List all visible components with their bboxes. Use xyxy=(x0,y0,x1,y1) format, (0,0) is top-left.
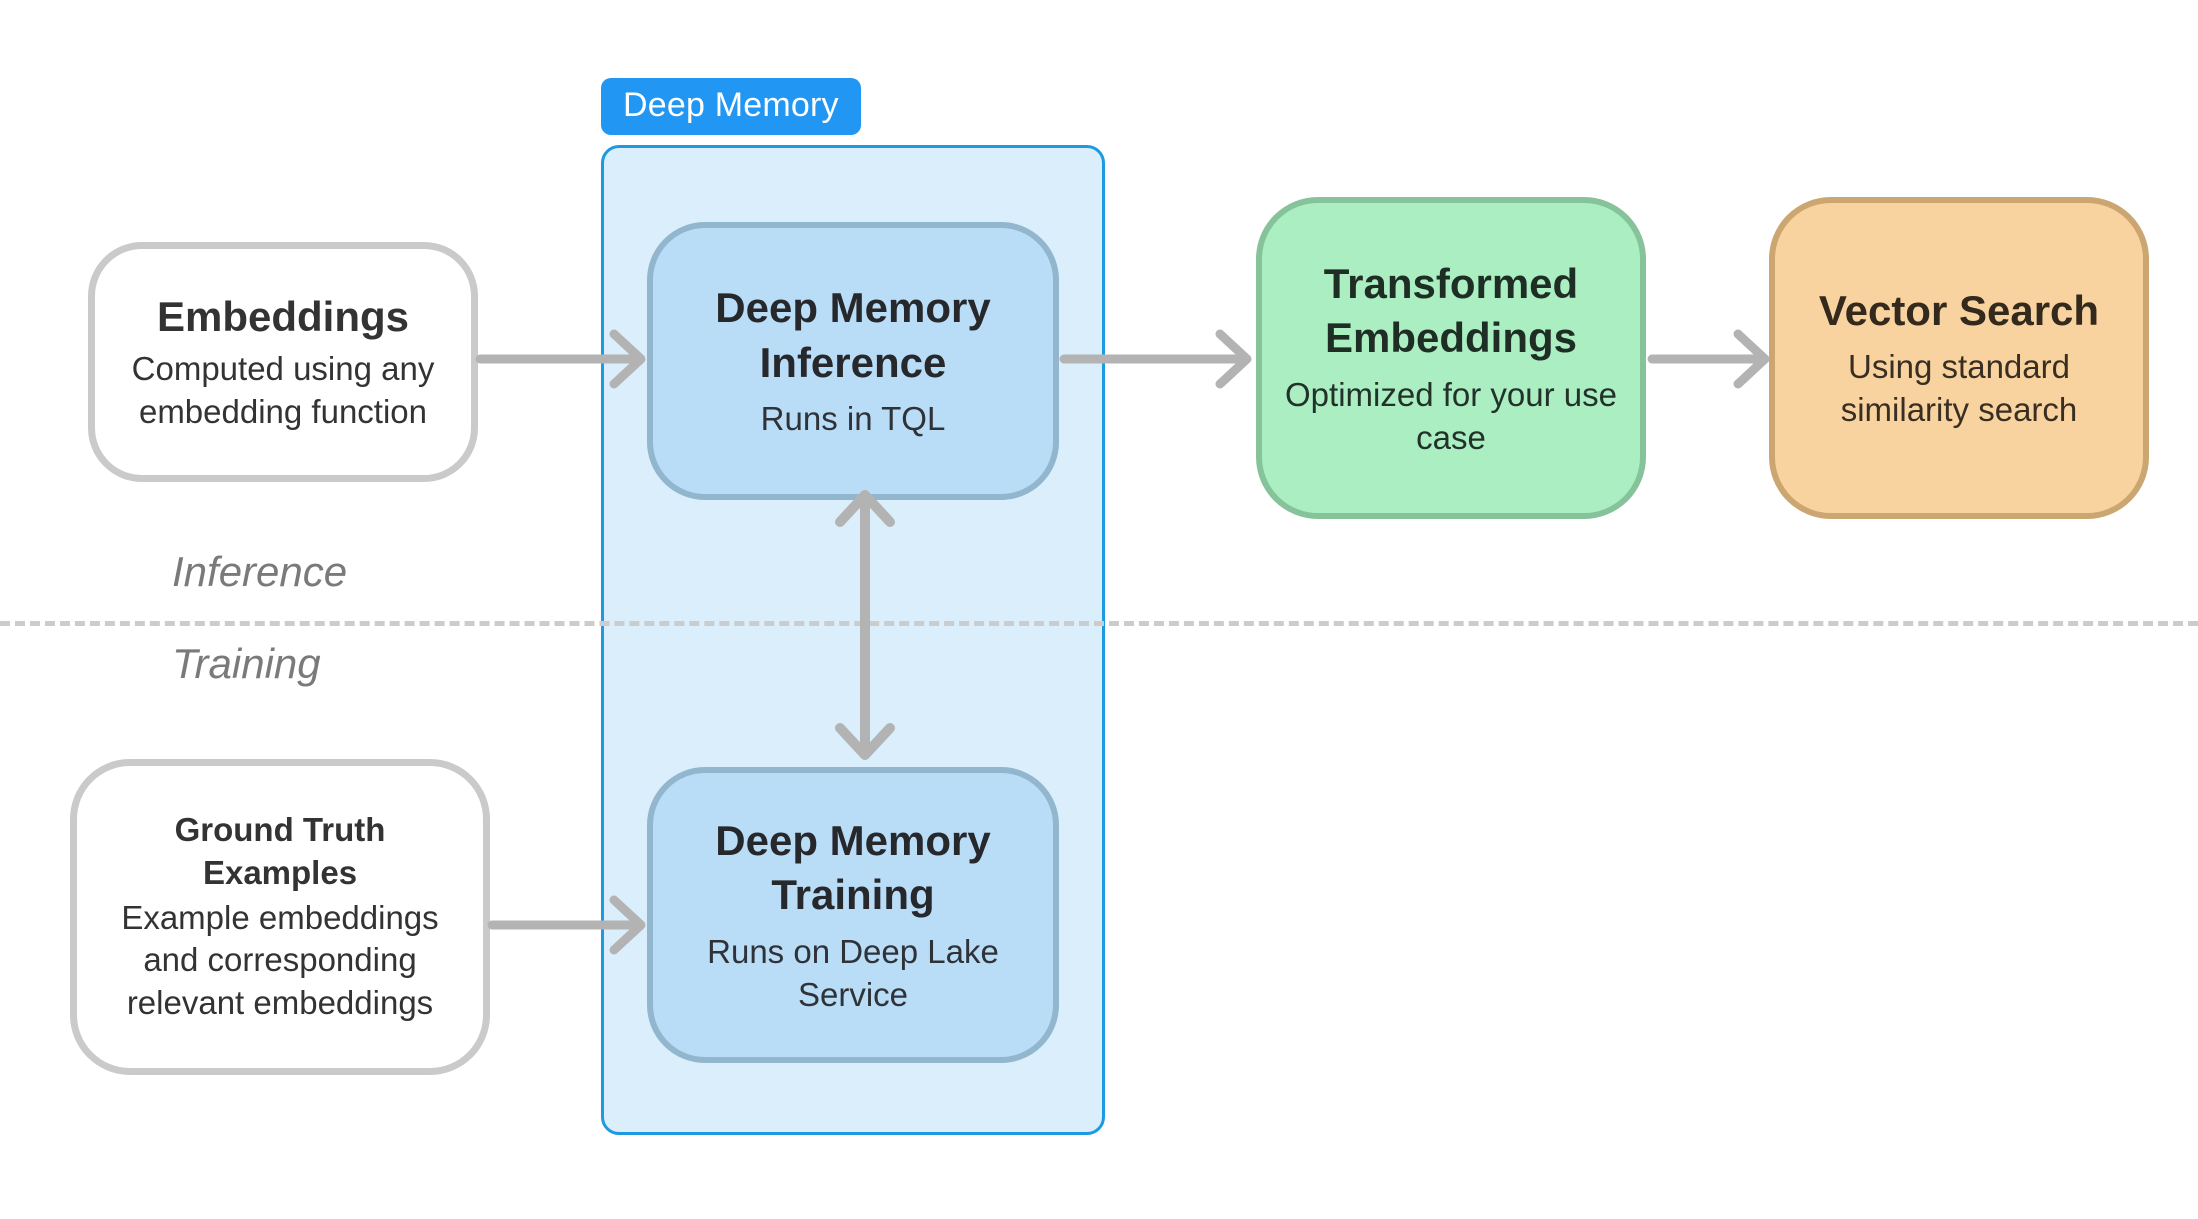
node-vector-search-title: Vector Search xyxy=(1818,286,2100,334)
node-ground-truth-examples-subtitle: Example embeddings and corresponding rel… xyxy=(121,898,439,1022)
node-deep-memory-inference[interactable]: Deep Memory Inference Runs in TQL xyxy=(647,222,1059,500)
zone-label-training: Training xyxy=(172,640,321,687)
arrow-inference-to-transformed-icon xyxy=(1059,324,1262,394)
arrow-embeddings-to-inference-icon xyxy=(475,324,654,394)
node-vector-search[interactable]: Vector Search Using standard similarity … xyxy=(1769,197,2149,519)
inference-training-divider xyxy=(0,621,2198,626)
node-deep-memory-training-subtitle: Runs on Deep Lake Service xyxy=(707,932,999,1013)
node-deep-memory-training-title: Deep Memory Training xyxy=(715,816,991,919)
node-transformed-embeddings[interactable]: Transformed Embeddings Optimized for you… xyxy=(1256,197,1646,519)
deep-memory-group-label: Deep Memory xyxy=(601,78,861,135)
node-embeddings[interactable]: Embeddings Computed using any embedding … xyxy=(88,242,478,482)
node-transformed-embeddings-subtitle: Optimized for your use case xyxy=(1285,375,1617,456)
node-deep-memory-inference-title: Deep Memory Inference xyxy=(715,283,991,386)
arrow-ground-truth-to-training-icon xyxy=(487,890,655,960)
node-vector-search-subtitle: Using standard similarity search xyxy=(1840,348,2078,429)
node-deep-memory-inference-subtitle: Runs in TQL xyxy=(760,400,946,438)
node-ground-truth-examples-title: Ground Truth Examples xyxy=(174,810,386,891)
arrow-inference-training-bidirectional-icon xyxy=(830,490,900,760)
node-ground-truth-examples[interactable]: Ground Truth Examples Example embeddings… xyxy=(70,759,490,1075)
node-transformed-embeddings-title: Transformed Embeddings xyxy=(1323,259,1579,362)
node-embeddings-title: Embeddings xyxy=(156,292,410,340)
zone-label-inference: Inference xyxy=(172,548,348,595)
node-deep-memory-training[interactable]: Deep Memory Training Runs on Deep Lake S… xyxy=(647,767,1059,1063)
arrow-transformed-to-vector-search-icon xyxy=(1647,324,1780,394)
node-embeddings-subtitle: Computed using any embedding function xyxy=(131,350,435,431)
